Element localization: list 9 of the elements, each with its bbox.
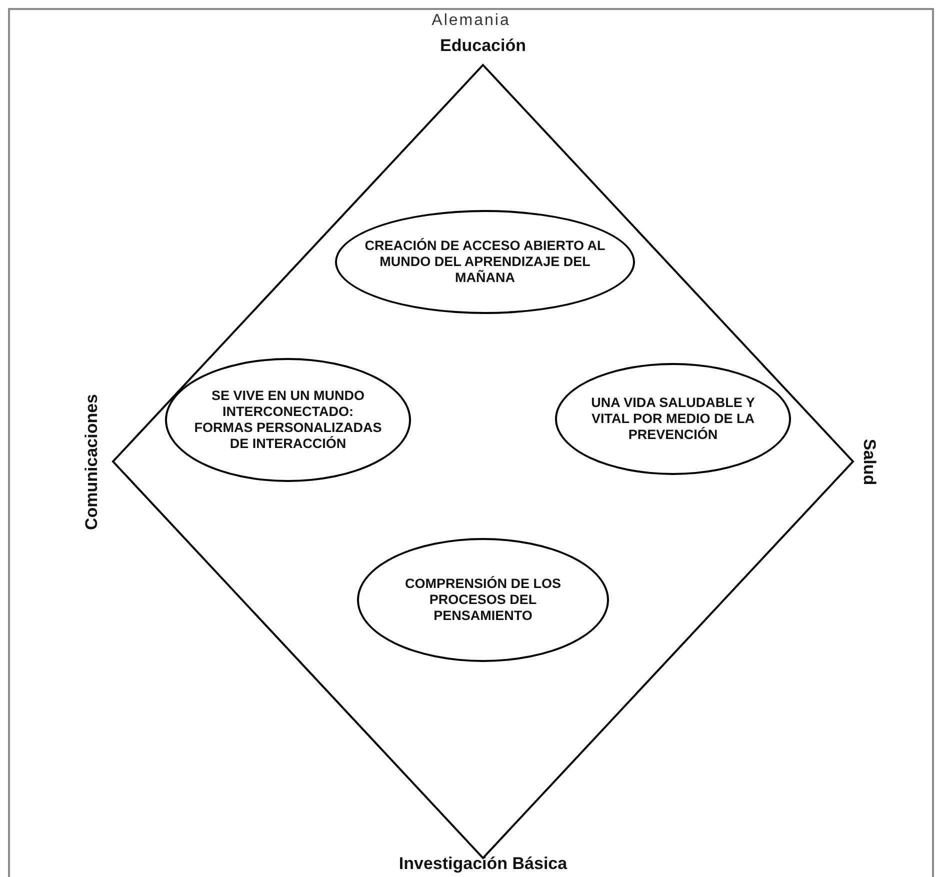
ellipse: SE VIVE EN UN MUNDO INTERCONECTADO: FORMAS PERSONALIZADAS DE INTERACCIÓN <box>165 358 411 482</box>
title: Alemania <box>430 12 512 30</box>
ellipse: CREACIÓN DE ACCESO ABIERTO AL MUNDO DEL APRENDIZAJE DEL MAÑANA <box>335 210 635 314</box>
ellipse: UNA VIDA SALUDABLE Y VITAL POR MEDIO DE LA PREVENCIÓN <box>555 363 791 475</box>
ellipse: COMPRENSIÓN DE LOS PROCESOS DEL PENSAMIENTO <box>357 538 609 662</box>
axis-label: Comunicaciones <box>82 394 102 530</box>
axis-label: Salud <box>859 438 879 486</box>
axis-label: Educación <box>440 36 526 56</box>
axis-label: Investigación Básica <box>398 854 568 874</box>
